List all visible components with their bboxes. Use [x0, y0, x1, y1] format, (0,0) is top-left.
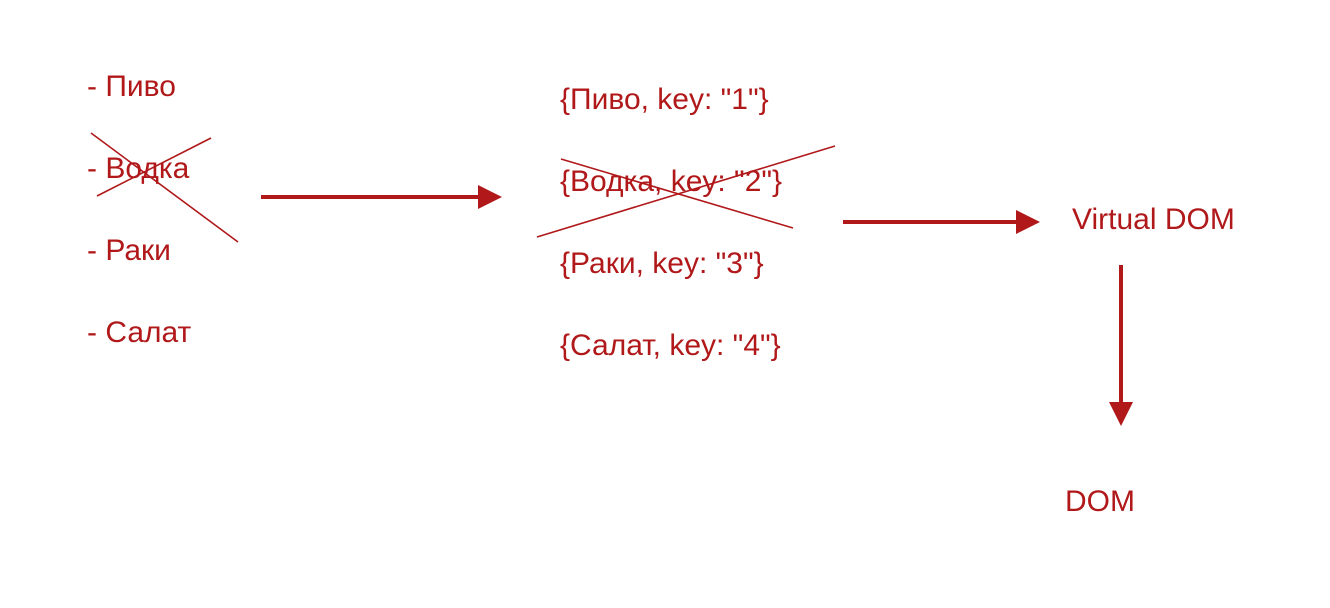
left-item-vodka: - Водка — [87, 152, 190, 185]
middle-item-vodka-key-2: {Водка, key: "2"} — [560, 165, 783, 198]
middle-item-pivo-key-1: {Пиво, key: "1"} — [560, 83, 769, 116]
dom-label: DOM — [1065, 485, 1135, 518]
left-item-salat: - Салат — [87, 316, 192, 349]
virtual-dom-label: Virtual DOM — [1072, 203, 1235, 236]
left-item-pivo: - Пиво — [87, 70, 176, 103]
middle-item-raki-key-3: {Раки, key: "3"} — [560, 247, 764, 280]
middle-item-salat-key-4: {Салат, key: "4"} — [560, 329, 781, 362]
vodka-strike-line-1 — [90, 132, 239, 243]
left-item-raki: - Раки — [87, 234, 171, 267]
